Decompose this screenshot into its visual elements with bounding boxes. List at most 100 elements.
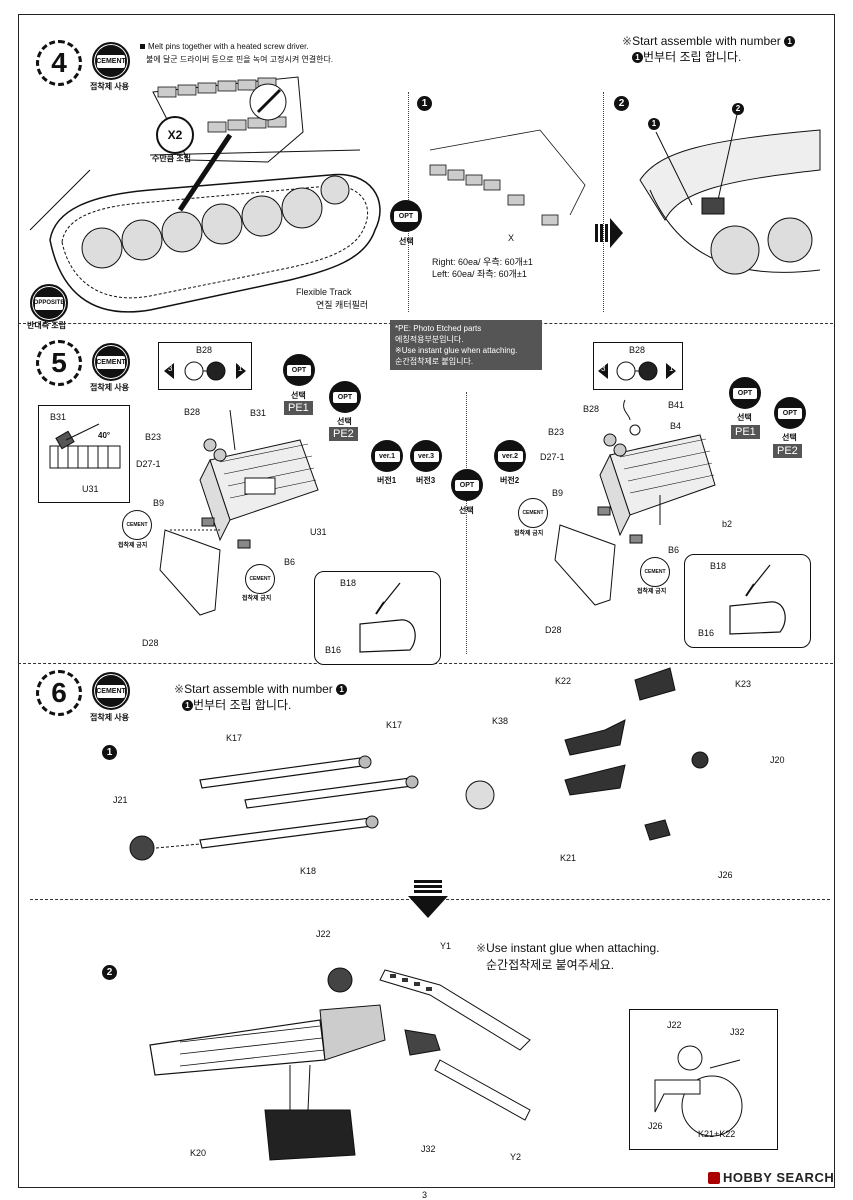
step4-start-note-en: ※Start assemble with number 1: [622, 34, 796, 48]
page-number: 3: [422, 1190, 428, 1200]
track-install-drawing: [639, 109, 821, 275]
part-label-k20: K20: [190, 1148, 207, 1158]
key-num-3-left: 3: [168, 364, 173, 373]
part-label-j22: J22: [316, 929, 331, 939]
opt-caption: 선택: [459, 506, 474, 515]
handle-inset-drawing-right: [729, 564, 786, 635]
pe-note-line-2: 에칭적용부분입니다.: [395, 335, 464, 344]
part-label-b16-right: B16: [698, 628, 715, 638]
inset-label-j32: J32: [730, 1027, 745, 1037]
opt-caption: 선택: [337, 417, 352, 426]
key-label-b28-right: B28: [629, 345, 646, 355]
cement-badge: CEMENT: [92, 343, 130, 381]
part-label-u31: U31: [310, 527, 327, 537]
opt-badge-pe1-right: OPT: [729, 377, 761, 409]
part-label-k18: K18: [300, 866, 317, 876]
part-label-k22: K22: [555, 676, 572, 686]
bullet-square-icon: [140, 44, 145, 50]
part-label-b4: B4: [670, 421, 682, 431]
part-label-d27-1-right: D27-1: [540, 452, 565, 462]
substep-1-marker-step6: 1: [102, 745, 117, 760]
handle-inset-right: [684, 554, 811, 648]
key-num-1-right: 1: [669, 364, 674, 373]
handle-inset-left: [314, 571, 441, 665]
opt-badge-pe2-left: OPT: [329, 381, 361, 413]
opposite-badge: OPPOSITE: [30, 284, 68, 322]
flexible-track-label-ko: 연질 캐터필러: [316, 300, 369, 310]
ver3-label: ver.3: [413, 450, 439, 462]
key-num-1-left: 1: [238, 364, 243, 373]
opt-badge-label: OPT: [733, 387, 757, 399]
glue-note-en: ※Use instant glue when attaching.: [476, 941, 660, 955]
angle-inset-box: [38, 405, 130, 503]
opt-badge-label: OPT: [778, 407, 802, 419]
opt-badge-label: OPT: [394, 210, 418, 222]
inset-label-b31: B31: [50, 412, 67, 422]
part-label-b23-right: B23: [548, 427, 565, 437]
part-label-d28-right: D28: [545, 625, 562, 635]
step-number-6: 6: [36, 670, 82, 716]
number-1-marker: 1: [336, 684, 348, 696]
part-label-b6-right: B6: [668, 545, 680, 555]
no-cement-caption: 접착제 금지: [514, 531, 544, 537]
no-cement-badge: CEMENT: [122, 510, 152, 540]
no-cement-label: CEMENT: [522, 510, 544, 516]
part-label-j20: J20: [770, 755, 785, 765]
inset-label-u31: U31: [82, 484, 99, 494]
key-num-3-right: 3: [601, 364, 606, 373]
no-cement-caption: 접착제 금지: [637, 589, 667, 595]
ver2-caption: 버전2: [500, 476, 520, 485]
pe1-label-right: PE1: [731, 425, 760, 439]
engine-deck-assembly-right: [554, 399, 716, 606]
part-label-k21: K21: [560, 853, 577, 863]
part-label-b2: b2: [722, 519, 733, 529]
part-label-y1: Y1: [440, 941, 452, 951]
opt-badge-center: OPT: [451, 469, 483, 501]
key-label-b28-left: B28: [196, 345, 213, 355]
cement-badge-label: CEMENT: [96, 684, 126, 698]
opt-caption: 선택: [291, 391, 306, 400]
cement-badge-label: CEMENT: [96, 355, 126, 369]
opt-badge-label: OPT: [287, 364, 311, 376]
part-label-k23: K23: [735, 679, 752, 689]
inset-label-angle: 40°: [98, 431, 111, 440]
part-label-b6: B6: [284, 557, 296, 567]
track-step-mark-1: 1: [648, 118, 660, 130]
ver2-badge: ver.2: [494, 440, 526, 472]
ver1-caption: 버전1: [377, 476, 397, 485]
x2-badge: X2: [156, 116, 194, 154]
arrow-down-icon: [408, 880, 448, 918]
arrow-right-icon: [595, 218, 623, 248]
track-links-drawing: [429, 129, 586, 226]
pe2-label-left: PE2: [329, 427, 358, 441]
track-step-mark-2: 2: [732, 103, 744, 115]
gatling-gun-drawing: [149, 967, 531, 1161]
opt-badge-step4: OPT: [390, 200, 422, 232]
cement-caption: 접착제 사용: [90, 82, 130, 91]
angle-inset-drawing: [49, 423, 121, 469]
opt-badge-pe2-right: OPT: [774, 397, 806, 429]
no-cement-caption: 접착제 금지: [118, 543, 148, 549]
handle-inset-drawing-left: [359, 582, 416, 653]
part-label-b41: B41: [668, 400, 685, 410]
flexible-track-label-en: Flexible Track: [296, 287, 352, 297]
part-label-b31: B31: [250, 408, 267, 418]
opposite-caption: 반대측 조립: [27, 321, 67, 330]
gun-housing-drawing: [564, 667, 709, 841]
gatling-barrels-drawing: [129, 755, 495, 861]
no-cement-label: CEMENT: [249, 576, 271, 582]
opt-caption-step4: 선택: [399, 237, 414, 246]
opposite-badge-label: OPPOSITE: [34, 296, 64, 310]
part-label-b9: B9: [153, 498, 165, 508]
watermark: HOBBY SEARCH: [708, 1170, 834, 1185]
pe-note-line-4: 순간접착제로 붙입니다.: [395, 357, 474, 366]
no-cement-label: CEMENT: [126, 522, 148, 528]
no-cement-label: CEMENT: [644, 569, 666, 575]
opt-badge-pe1-left: OPT: [283, 354, 315, 386]
opt-badge-label: OPT: [455, 479, 479, 491]
x2-caption: 수만큼 조립: [152, 154, 192, 163]
step-number-4: 4: [36, 40, 82, 86]
pe-note-box: *PE: Photo Etched parts 에칭적용부분입니다. ※Use …: [390, 320, 542, 370]
ver2-label: ver.2: [497, 450, 523, 462]
